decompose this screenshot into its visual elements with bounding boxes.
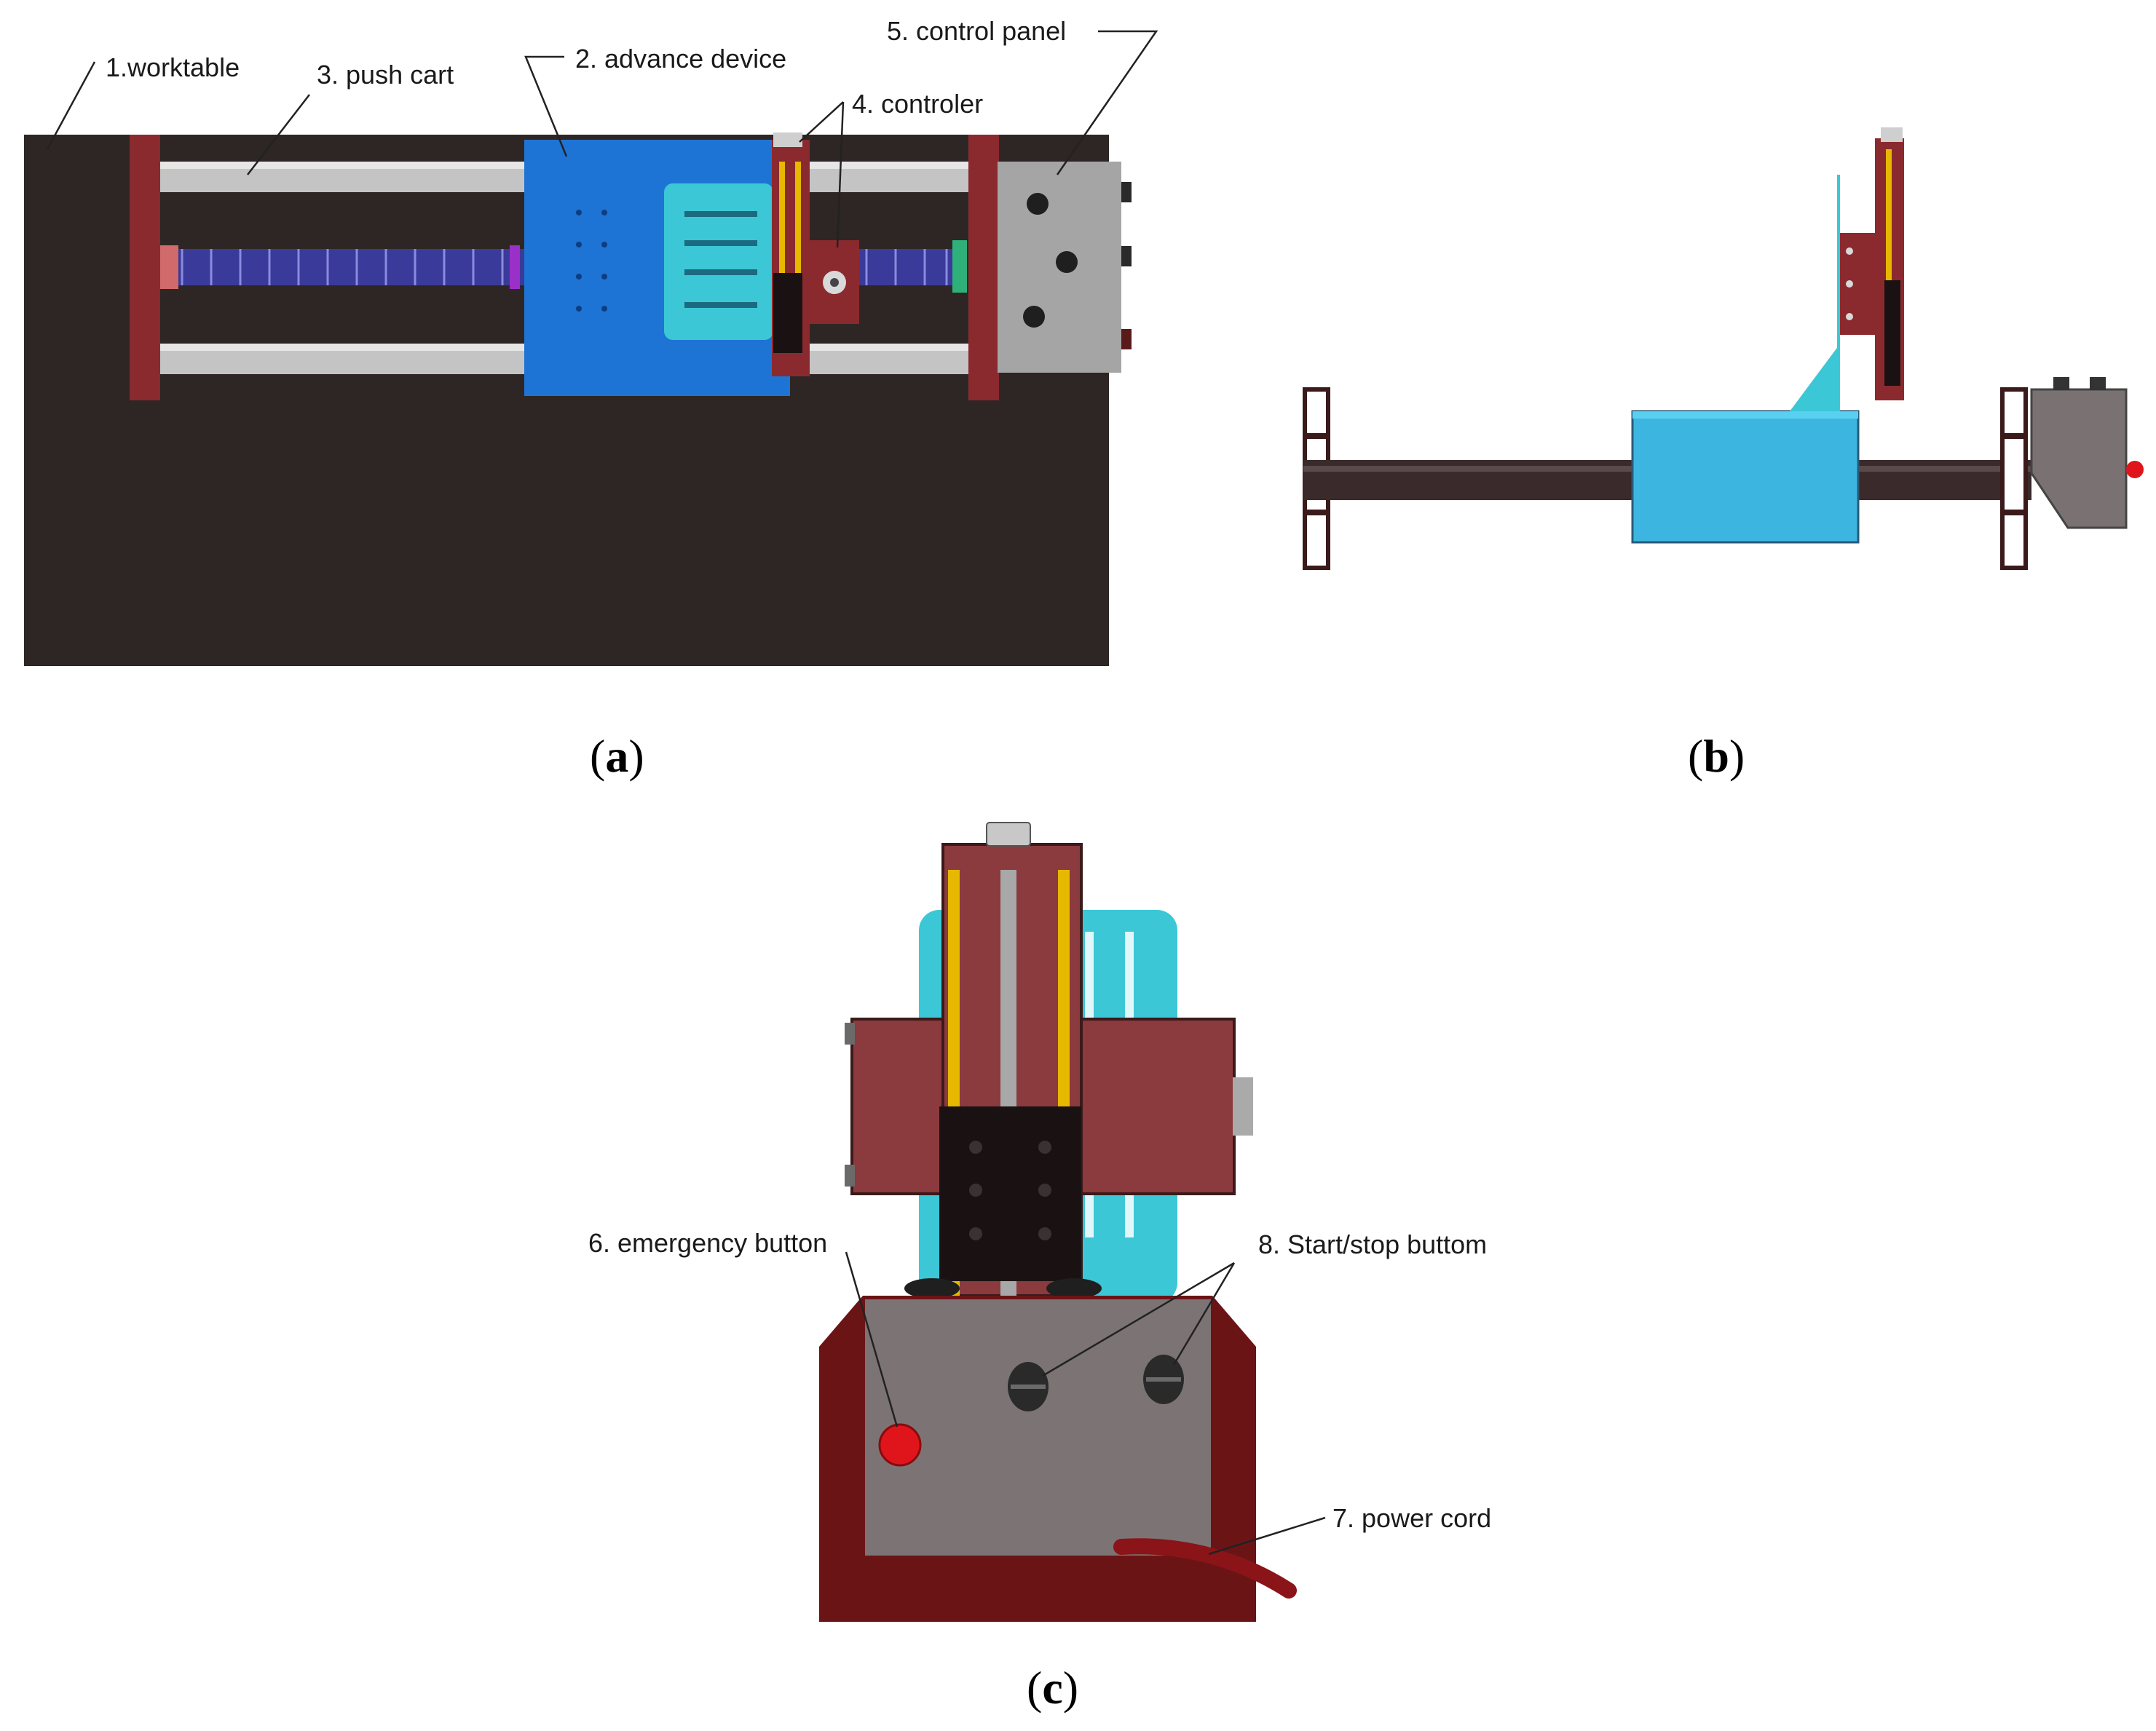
side-control-panel [2030,388,2128,529]
panel-c-label: (c) [1027,1662,1078,1714]
side-mount-plate [1790,346,1839,411]
callout-push-cart: 3. push cart [317,60,454,90]
panel-a-top-view: 1.worktable 3. push cart 2. advance devi… [24,16,1158,782]
callout-start-stop: 8. Start/stop buttom [1258,1229,1487,1259]
frame-right [968,135,999,400]
panel-c-front-view: 6. emergency button 8. Start/stop buttom… [588,822,1491,1714]
callout-controler: 4. controler [852,89,983,119]
frame-left [130,135,160,400]
panel-a-label: (a) [590,730,644,782]
panel-b-side-view: (b) [1303,127,2144,782]
callout-emergency-button: 6. emergency button [588,1228,827,1258]
callout-worktable: 1.worktable [106,52,240,82]
panel-b-label: (b) [1688,730,1745,782]
callout-advance-device: 2. advance device [575,44,786,74]
emergency-button[interactable] [878,1423,922,1467]
front-control-panel [865,1299,1211,1556]
callout-control-panel: 5. control panel [887,16,1066,46]
side-advance-device [1631,410,1860,544]
callout-power-cord: 7. power cord [1332,1503,1491,1533]
mount-plate [664,183,773,340]
front-black-block [939,1106,1081,1281]
power-cord [1113,1538,1297,1599]
